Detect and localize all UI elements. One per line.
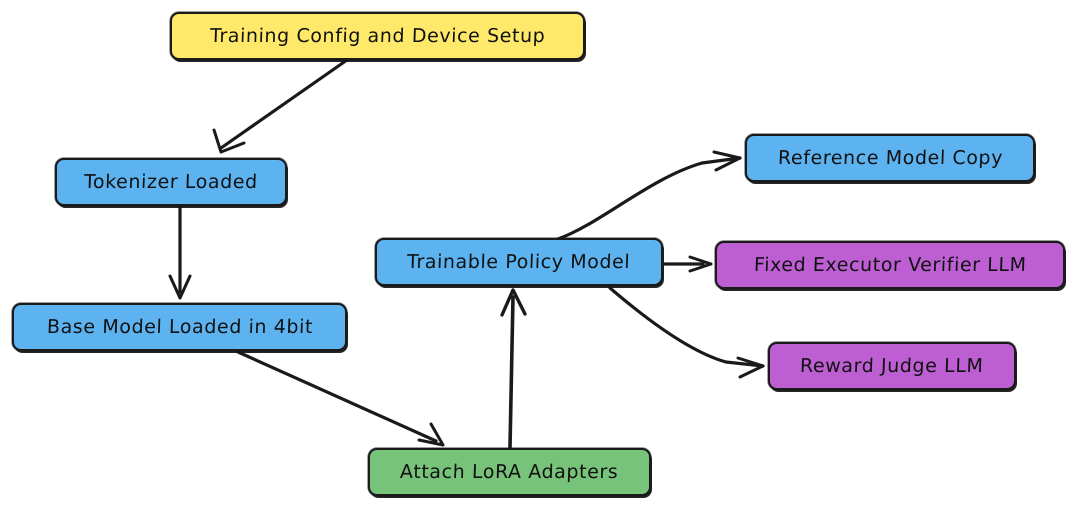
edge-lora-to-policy — [500, 288, 527, 449]
edge-config-to-tokenizer — [212, 58, 349, 154]
edge-tokenizer-to-base — [168, 205, 192, 300]
node-base-model-4bit[interactable]: Base Model Loaded in 4bit — [12, 303, 347, 351]
node-reference-model-copy-label: Reference Model Copy — [777, 146, 1003, 169]
node-base-model-4bit-label: Base Model Loaded in 4bit — [46, 315, 313, 338]
node-trainable-policy-model-label: Trainable Policy Model — [407, 250, 632, 273]
edge-policy-to-executor — [663, 255, 713, 273]
node-trainable-policy-model[interactable]: Trainable Policy Model — [375, 238, 663, 286]
node-reference-model-copy[interactable]: Reference Model Copy — [745, 134, 1035, 182]
node-training-config[interactable]: Training Config and Device Setup — [170, 12, 585, 60]
edge-base-to-lora — [236, 350, 445, 447]
node-tokenizer-loaded[interactable]: Tokenizer Loaded — [55, 158, 287, 206]
node-fixed-executor-verifier-llm[interactable]: Fixed Executor Verifier LLM — [715, 241, 1065, 289]
node-reward-judge-llm[interactable]: Reward Judge LLM — [768, 342, 1016, 390]
edge-policy-to-reward — [608, 286, 765, 379]
node-fixed-executor-verifier-llm-label: Fixed Executor Verifier LLM — [753, 253, 1027, 276]
node-reward-judge-llm-label: Reward Judge LLM — [799, 354, 985, 377]
node-attach-lora-adapters[interactable]: Attach LoRA Adapters — [368, 448, 651, 496]
node-tokenizer-loaded-label: Tokenizer Loaded — [83, 170, 259, 193]
node-training-config-label: Training Config and Device Setup — [209, 24, 546, 47]
edge-policy-to-reference — [556, 150, 742, 241]
node-attach-lora-adapters-label: Attach LoRA Adapters — [399, 460, 620, 483]
